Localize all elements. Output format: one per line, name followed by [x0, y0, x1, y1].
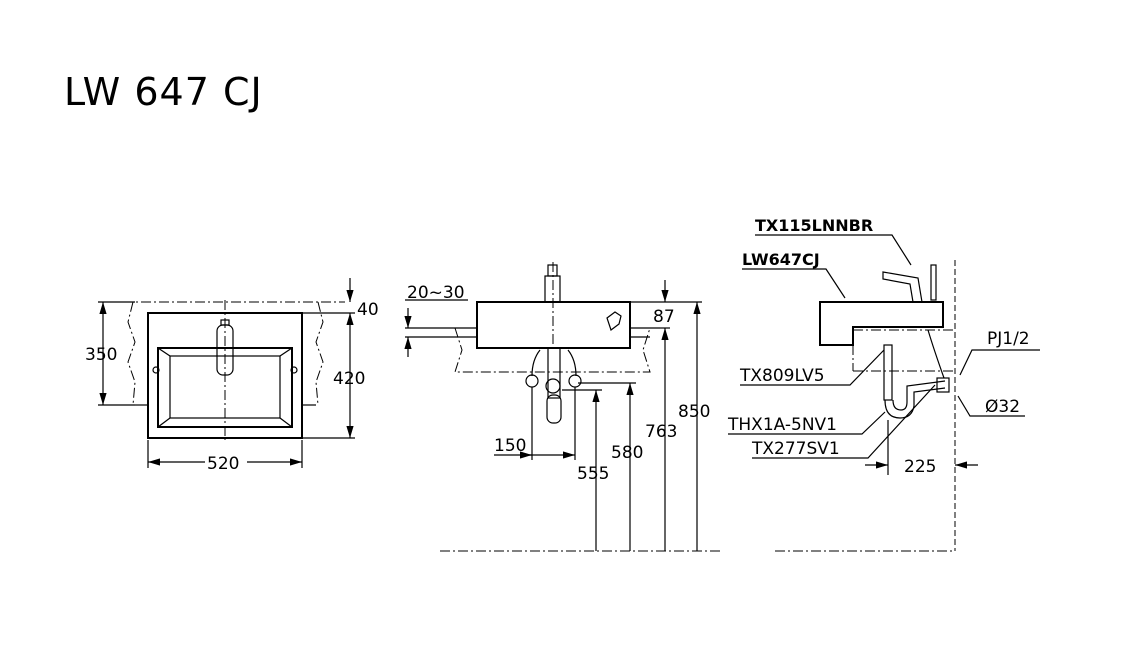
label-stop-valve-model: TX277SV1 — [751, 439, 840, 459]
label-supply-thread: PJ1/2 — [987, 329, 1030, 349]
side-view: TX115LNNBR LW647CJ TX809LV5 THX1A-5NV1 T… — [727, 216, 1040, 552]
dim-225: 225 — [904, 457, 936, 477]
front-view: 20~30 87 850 763 580 555 150 — [404, 262, 720, 552]
dim-420: 420 — [333, 369, 365, 389]
dim-87: 87 — [653, 307, 675, 327]
dim-763: 763 — [645, 422, 677, 442]
label-faucet-model: TX115LNNBR — [755, 216, 873, 235]
label-trap-model: THX1A-5NV1 — [727, 415, 837, 435]
label-basin-model: LW647CJ — [742, 250, 820, 269]
dim-580: 580 — [611, 443, 643, 463]
dim-350: 350 — [85, 345, 117, 365]
label-waste-model: TX809LV5 — [739, 366, 825, 386]
dim-850: 850 — [678, 402, 710, 422]
top-view: 350 40 420 520 — [85, 278, 379, 474]
basin-side — [819, 301, 944, 346]
dim-20-30: 20~30 — [407, 283, 465, 303]
label-drain-diameter: Ø32 — [985, 397, 1020, 417]
dim-40: 40 — [357, 300, 379, 320]
faucet-side — [882, 271, 923, 303]
drawing-title: LW 647 CJ — [64, 70, 263, 114]
dim-555: 555 — [577, 464, 609, 484]
dim-150: 150 — [494, 436, 526, 456]
dim-520: 520 — [207, 454, 239, 474]
